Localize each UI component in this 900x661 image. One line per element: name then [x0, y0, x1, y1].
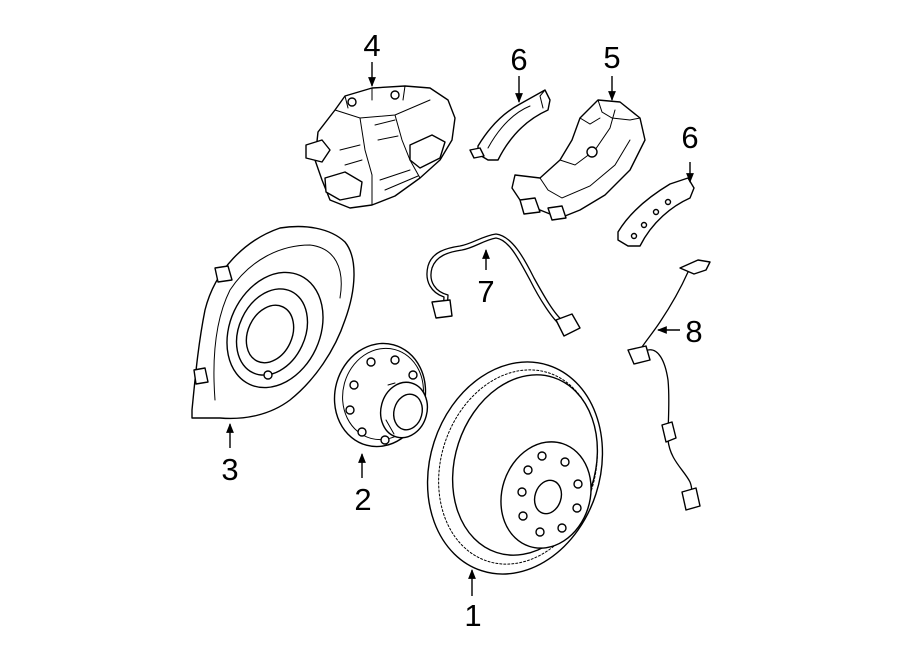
brake-rotor [426, 361, 604, 575]
leader-lines [226, 62, 694, 596]
brake-pad-inner [469, 89, 551, 161]
callout-6-right: 6 [681, 120, 698, 155]
callout-7: 7 [477, 274, 494, 309]
caliper [305, 85, 456, 209]
callout-1: 1 [464, 598, 481, 633]
callout-4: 4 [363, 28, 380, 63]
callout-5: 5 [603, 40, 620, 75]
brake-pad-outer [617, 177, 695, 247]
callout-2: 2 [354, 482, 371, 517]
wheel-hub [333, 342, 429, 448]
abs-sensor [627, 259, 711, 511]
callout-8: 8 [685, 314, 702, 349]
callout-numbers: 4 6 5 6 7 8 3 2 1 [221, 28, 702, 633]
callout-3: 3 [221, 452, 238, 487]
caliper-bracket [511, 99, 646, 221]
dust-shield [191, 225, 355, 420]
wear-sensor [426, 233, 581, 337]
callout-6-left: 6 [510, 42, 527, 77]
